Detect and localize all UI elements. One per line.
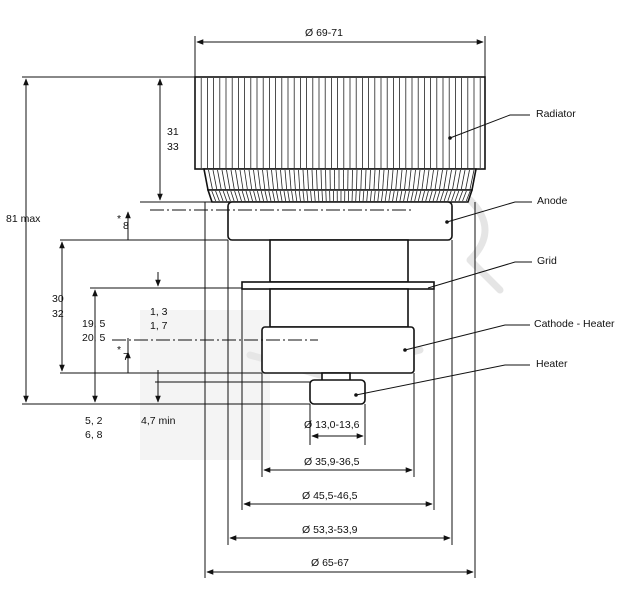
radiator-base-fins [208,169,475,190]
dim-cathode-star: * [117,344,121,356]
label-grid: Grid [537,255,557,267]
leader-lines [354,114,532,397]
radiator [194,76,486,203]
cathode-heater-ring [261,326,415,374]
dim-radiator-height-max: 33 [167,141,179,153]
dim-anode-diameter: Ø 53,3-53,9 [302,524,358,536]
dim-anode-to-heater-max: 32 [52,308,64,320]
extension-lines [22,36,486,578]
dim-grid-to-base-min: 19, 5 [82,318,106,330]
dim-anode-star: * [117,213,121,225]
dim-overall-diameter: Ø 69-71 [305,27,343,39]
label-anode: Anode [537,195,568,207]
dim-grid-height-min: 1, 3 [150,306,168,318]
dim-cathode-offset: 7 [123,351,129,363]
dim-grid-to-base-max: 20, 5 [82,332,106,344]
label-radiator: Radiator [536,108,576,120]
dim-grid-height-max: 1, 7 [150,320,168,332]
heater-pin [309,379,366,405]
radiator-fins [200,78,481,168]
dim-collar-diameter: Ø 65-67 [311,557,349,569]
label-heater: Heater [536,358,568,370]
label-cathode-heater: Cathode - Heater [534,318,615,330]
dim-base-height-max: 6, 8 [85,429,103,441]
dim-radiator-height-min: 31 [167,126,179,138]
dimension-lines [23,39,484,575]
anode-stem [269,239,409,283]
dim-heater-pin-min: 4,7 min [141,415,176,427]
dim-overall-height: 81 max [6,213,41,225]
dim-anode-to-heater-min: 30 [52,293,64,305]
dim-heater-diameter: Ø 13,0-13,6 [304,419,360,431]
grid-disc [241,281,435,290]
grid-stem [269,288,409,328]
dim-base-height-min: 5, 2 [85,415,103,427]
dim-anode-offset: 8 [123,220,129,232]
anode-body [227,201,453,241]
dim-grid-diameter: Ø 45,5-46,5 [302,490,358,502]
radiator-collar-fins [211,190,471,202]
dim-cathode-diameter: Ø 35,9-36,5 [304,456,360,468]
